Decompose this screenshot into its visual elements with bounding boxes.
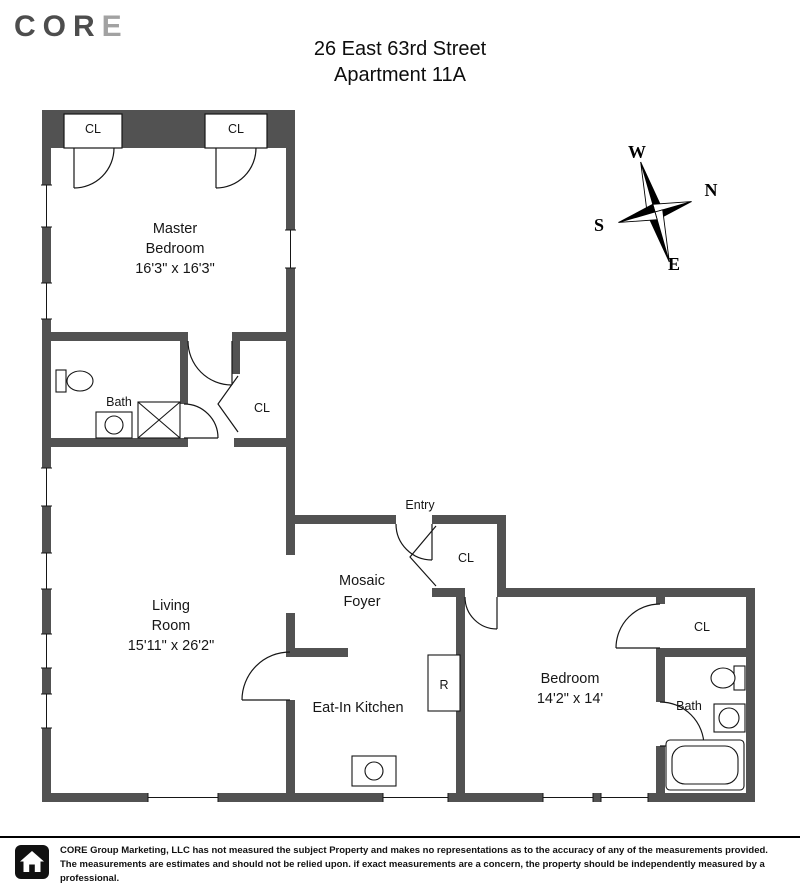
foyer-label2: Foyer	[343, 594, 380, 610]
disclaimer-text: CORE Group Marketing, LLC has not measur…	[60, 845, 768, 884]
footer: CORE Group Marketing, LLC has not measur…	[0, 836, 800, 885]
toilet-icon	[710, 667, 736, 689]
closet-label: CL	[228, 122, 244, 136]
toilet-tank-icon	[733, 665, 746, 691]
toilet-icon	[66, 370, 94, 392]
windows	[41, 184, 649, 802]
master-bath-fixtures	[55, 369, 181, 439]
master-bedroom-dims: 16'3" x 16'3"	[135, 261, 215, 277]
address-line: 26 East 63rd Street	[313, 38, 487, 60]
closet-label: CL	[85, 122, 101, 136]
bedroom-dims: 14'2" x 14'	[537, 691, 604, 707]
closet-boxes	[63, 113, 268, 149]
living-room-label2: Room	[152, 618, 191, 634]
sink-icon	[104, 415, 124, 435]
master-bedroom-label2: Bedroom	[146, 241, 205, 257]
refrigerator-icon	[427, 654, 461, 712]
kitchen-label: Eat-In Kitchen	[312, 700, 403, 716]
logo-accent: E	[101, 10, 129, 43]
compass-rose-icon: W N S E	[594, 142, 718, 274]
kitchen-sink-icon	[351, 755, 397, 787]
bedroom-label: Bedroom	[541, 671, 600, 687]
compass-north-label: N	[705, 180, 718, 200]
kitchen-sink-basin-icon	[364, 761, 384, 781]
bedroom-closet-label: CL	[694, 620, 710, 634]
sink-icon	[718, 707, 740, 729]
toilet-tank-icon	[55, 369, 67, 393]
compass-south-label: S	[594, 215, 604, 235]
master-bedroom-label: Master	[153, 221, 197, 237]
living-room-dims: 15'11" x 26'2"	[128, 638, 215, 654]
logo-main: COR	[14, 10, 102, 43]
kitchen-fixtures	[351, 654, 461, 787]
tub-inner-icon	[671, 745, 739, 785]
refrigerator-label: R	[439, 678, 448, 692]
apartment-line: Apartment 11A	[334, 64, 466, 86]
hall-closet-label: CL	[254, 401, 270, 415]
foyer-closet-label: CL	[458, 551, 474, 565]
entry-label: Entry	[405, 498, 435, 512]
house-icon	[15, 845, 49, 879]
foyer-label: Mosaic	[339, 573, 385, 589]
core-logo: CORE	[14, 10, 129, 44]
living-room-label: Living	[152, 598, 190, 614]
compass-east-label: E	[668, 254, 680, 274]
compass-west-label: W	[628, 142, 646, 162]
second-bath-fixtures	[665, 665, 746, 791]
master-bath-label: Bath	[106, 395, 132, 409]
second-bath-label: Bath	[676, 699, 702, 713]
page-title: 26 East 63rd Street Apartment 11A	[0, 36, 800, 88]
